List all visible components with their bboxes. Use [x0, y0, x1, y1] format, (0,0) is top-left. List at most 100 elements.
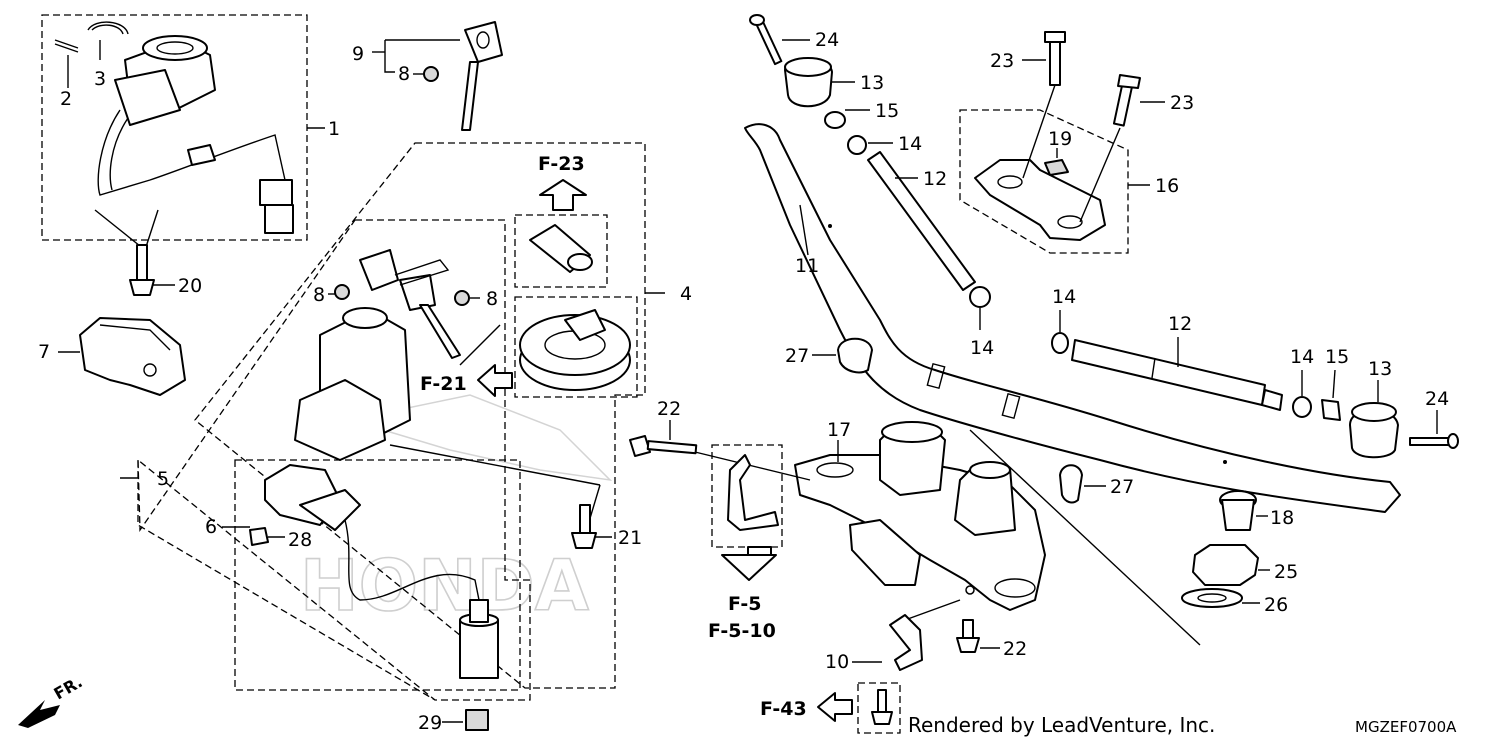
callout-13-left: 13	[860, 72, 884, 94]
ref-f23: F-23	[538, 153, 585, 175]
arrow-up-icon	[539, 179, 587, 211]
weight-part-13-left	[784, 57, 833, 108]
cap-part-18	[1219, 490, 1257, 531]
bolt-part-22-lower	[956, 619, 980, 653]
callout-23-right: 23	[1170, 92, 1194, 114]
honda-watermark: HONDA	[299, 394, 613, 628]
callout-21: 21	[618, 527, 642, 549]
ref-f5: F-5	[728, 593, 762, 615]
switch-holder-part-7	[79, 317, 186, 396]
callout-2: 2	[60, 88, 72, 110]
fuel-cap-part	[519, 309, 631, 391]
arrow-down-icon	[721, 546, 777, 581]
collar-part-15-left	[824, 111, 846, 129]
callout-8-top: 8	[398, 63, 410, 85]
callout-12-right: 12	[1168, 313, 1192, 335]
callout-3: 3	[94, 68, 106, 90]
group-box-5	[137, 219, 531, 701]
plate-part-19	[1044, 159, 1069, 176]
watermark-text: HONDA	[300, 545, 589, 627]
callout-15-right: 15	[1325, 346, 1349, 368]
nut-part-14-lower	[969, 286, 991, 308]
front-direction-icon	[18, 700, 60, 728]
callout-19: 19	[1048, 128, 1072, 150]
cylinder-part	[529, 224, 593, 273]
spring-part-2	[54, 39, 79, 53]
clip-part-29	[465, 709, 489, 731]
callout-25: 25	[1274, 561, 1298, 583]
ref-f43: F-43	[760, 698, 807, 720]
clip-part-3	[87, 21, 129, 35]
rod-part-12-right	[1071, 339, 1283, 411]
callout-13-right: 13	[1368, 358, 1392, 380]
callout-10: 10	[825, 651, 849, 673]
ref-f21: F-21	[420, 373, 467, 395]
diagram-code: MGZEF0700A	[1355, 718, 1457, 736]
ref-f5-10: F-5-10	[708, 620, 776, 642]
handle-switch-part-1	[97, 35, 294, 234]
callout-5: 5	[157, 468, 169, 490]
screw-part-28	[249, 527, 269, 546]
guide-clip-part	[727, 454, 779, 531]
credit-text: Rendered by LeadVenture, Inc.	[908, 713, 1215, 737]
callout-15-left: 15	[875, 100, 899, 122]
clamp-part-27-left	[837, 337, 873, 374]
bolt-part-24-left	[749, 14, 783, 66]
holder-part-16	[974, 159, 1106, 241]
callout-18: 18	[1270, 507, 1294, 529]
nut-part-14-right	[1292, 396, 1312, 418]
callout-29: 29	[418, 712, 442, 734]
callout-16: 16	[1155, 175, 1179, 197]
handlebar-part-11	[744, 123, 1401, 513]
washer-part-8-left	[334, 284, 350, 300]
callout-24-right: 24	[1425, 388, 1449, 410]
callout-11: 11	[795, 255, 819, 277]
ignition-switch-part	[294, 249, 461, 461]
washer-part-8-right	[454, 290, 470, 306]
top-bridge-part-17	[794, 421, 1046, 611]
washer-part-26	[1181, 588, 1243, 608]
bolt-part-22-left	[629, 435, 698, 457]
clamp-part-27-right	[1059, 464, 1083, 504]
screw-part-f43	[871, 689, 893, 725]
collar-part-15-right	[1321, 399, 1341, 421]
bolt-part-23-right	[1112, 74, 1141, 127]
callout-12-left: 12	[923, 168, 947, 190]
callout-14-lower: 14	[970, 337, 994, 359]
weight-part-13-right	[1349, 402, 1399, 459]
callout-4: 4	[680, 283, 692, 305]
group-box-4	[194, 142, 646, 689]
callout-27-right: 27	[1110, 476, 1134, 498]
callout-7: 7	[38, 341, 50, 363]
bracket-part-10	[889, 614, 923, 671]
screw-part-21	[571, 504, 597, 549]
callout-22-lower: 22	[1003, 638, 1027, 660]
callout-27-left: 27	[785, 345, 809, 367]
arrow-left-icon-f43	[817, 692, 853, 722]
callout-17: 17	[827, 419, 851, 441]
nut-part-14-right-left	[1051, 332, 1069, 354]
callout-1: 1	[328, 118, 340, 140]
callout-14-top: 14	[898, 133, 922, 155]
bolt-part-24-right	[1409, 433, 1459, 449]
arrow-left-icon	[477, 364, 513, 397]
group-box-16	[959, 109, 1129, 254]
nut-part-25	[1192, 544, 1259, 586]
screw-part-20	[129, 244, 155, 296]
callout-28: 28	[288, 529, 312, 551]
bolt-part-23-left	[1044, 31, 1066, 86]
rod-part-12-left	[867, 151, 976, 291]
direction-label: FR.	[51, 672, 86, 703]
key-part-9	[461, 21, 503, 131]
callout-8-left: 8	[313, 284, 325, 306]
switch-part-6	[264, 464, 499, 679]
callout-22-left: 22	[657, 398, 681, 420]
callout-26: 26	[1264, 594, 1288, 616]
callout-20: 20	[178, 275, 202, 297]
nut-part-14-top	[847, 135, 867, 155]
callout-9: 9	[352, 43, 364, 65]
callout-14-right-top: 14	[1052, 286, 1076, 308]
callout-6: 6	[205, 516, 217, 538]
callout-14-right: 14	[1290, 346, 1314, 368]
